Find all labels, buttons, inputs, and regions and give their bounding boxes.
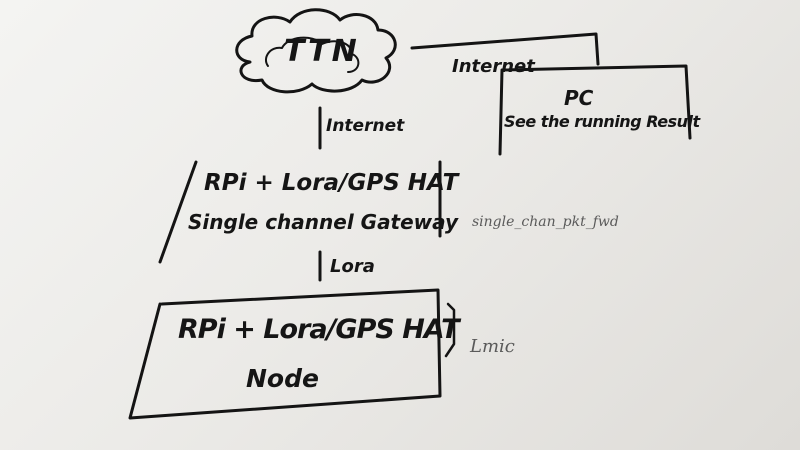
gateway-box-left [158, 160, 198, 264]
ttn-cloud-shape [235, 8, 397, 94]
ttn-cloud-label: TTN [284, 34, 360, 69]
pc-box [498, 64, 692, 156]
gateway-label-line1: RPi + Lora/GPS HAT [204, 170, 459, 196]
gateway-to-node-link-label: Lora [330, 256, 375, 277]
ttn-to-pc-link-label: Internet [452, 56, 535, 77]
ttn-cloud-inner-swirl [264, 36, 360, 73]
ttn-to-pc-connector [410, 32, 600, 66]
node-software-note: Lmic [470, 336, 515, 357]
gateway-software-note: single_chan_pkt_fwd [472, 214, 619, 230]
node-label-line2: Node [246, 364, 319, 393]
pc-subtitle: See the running Result [504, 112, 700, 131]
lmic-bracket [444, 302, 456, 358]
ttn-to-gateway-link-label: Internet [326, 116, 405, 136]
node-box [128, 288, 442, 420]
pc-title: PC [564, 86, 594, 110]
gateway-label-line2: Single channel Gateway [188, 210, 459, 234]
node-label-line1: RPi + Lora/GPS HAT [178, 314, 460, 345]
